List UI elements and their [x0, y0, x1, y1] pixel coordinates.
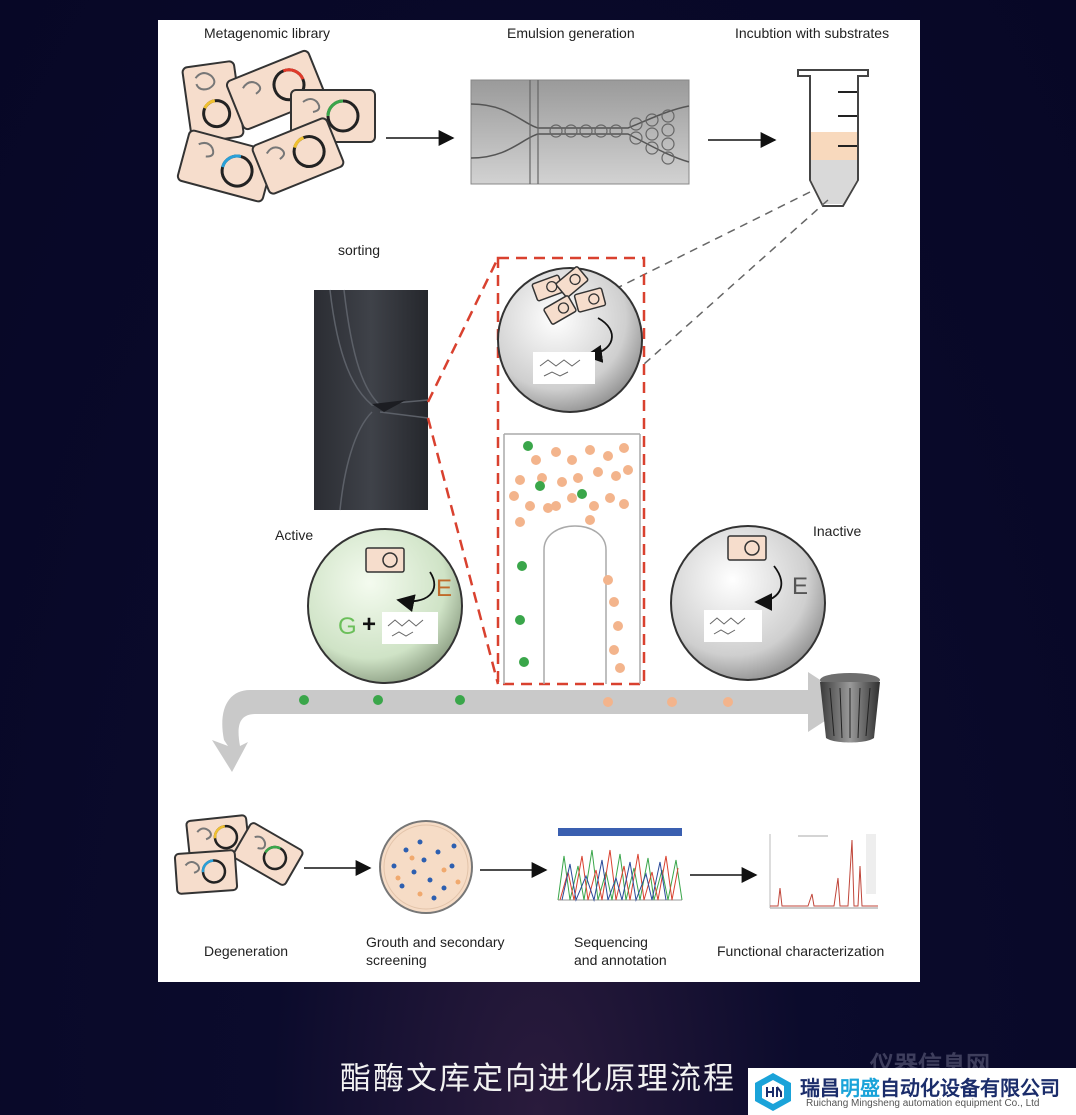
- workflow-diagram: E G + E: [173, 49, 880, 914]
- inactive-droplet: E: [670, 525, 826, 681]
- library-cells: [176, 49, 376, 203]
- label-growth-line2: screening: [366, 952, 427, 968]
- diagram-figure: E G + E: [158, 20, 920, 982]
- incubation-tube: [797, 69, 869, 207]
- product-symbol: G: [338, 613, 357, 640]
- label-growth-line1: Grouth and secondary: [366, 934, 505, 950]
- label-emulsion-generation: Emulsion generation: [507, 25, 635, 41]
- active-droplet: E G +: [307, 528, 463, 684]
- sequencing-chromatogram: [557, 828, 683, 902]
- label-sequencing-line2: and annotation: [574, 952, 667, 968]
- company-logo-icon: [755, 1073, 791, 1111]
- label-sequencing-line1: Sequencing: [574, 934, 648, 950]
- flow-arrow: [212, 672, 854, 772]
- company-name: 瑞昌明盛自动化设备有限公司: [800, 1076, 1060, 1100]
- trash-bin-icon: [820, 673, 880, 743]
- label-incubation: Incubtion with substrates: [735, 25, 890, 41]
- label-functional-characterization: Functional characterization: [717, 943, 885, 959]
- zoom-frame: [426, 256, 646, 686]
- droplet-sphere: [497, 266, 643, 413]
- sorting-channel-image: [314, 289, 429, 511]
- petri-dish: [379, 820, 473, 914]
- label-sorting: sorting: [338, 242, 381, 258]
- sorter-channel: [503, 433, 641, 684]
- degeneration-cells: [173, 814, 304, 895]
- enzyme-symbol-inactive: E: [792, 573, 808, 600]
- label-inactive: Inactive: [813, 523, 862, 539]
- label-degeneration: Degeneration: [204, 943, 289, 959]
- label-metagenomic-library: Metagenomic library: [204, 25, 331, 41]
- enzyme-symbol-active: E: [436, 575, 452, 602]
- zoom-line: [612, 191, 811, 291]
- brand-banner: 瑞昌明盛自动化设备有限公司 Ruichang Mingsheng automat…: [748, 1068, 1076, 1115]
- label-active: Active: [275, 527, 314, 543]
- company-subtitle: Ruichang Mingsheng automation equipment …: [806, 1098, 1040, 1109]
- characterization-spectrum: [769, 834, 878, 909]
- video-caption: 酯酶文库定向进化原理流程: [340, 1061, 736, 1097]
- emulsion-chip: [470, 79, 690, 185]
- plus-symbol: +: [362, 611, 376, 638]
- zoom-line: [642, 199, 829, 366]
